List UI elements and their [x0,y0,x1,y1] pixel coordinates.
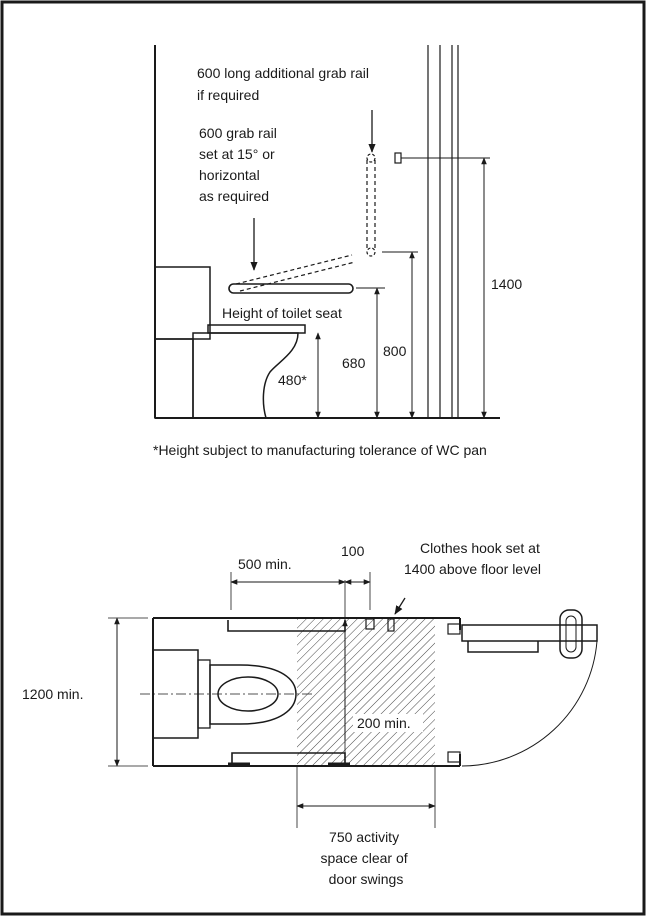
dim-100-label: 100 [341,543,365,559]
dim-500-label: 500 min. [238,556,292,572]
elevation-view: 600 long additional grab rail if require… [154,45,522,419]
dim-480-label: 480* [278,372,307,388]
plan-clothes-hook [387,618,395,632]
plan-view: 500 min. 100 Clothes hook set at 1400 ab… [22,540,598,887]
toilet-plan [140,649,315,739]
dim-1200-label: 1200 min. [22,686,83,702]
cistern-lower [154,338,194,419]
door-leaf [461,624,598,642]
cistern [154,266,211,340]
horizontal-grab-rail [228,283,354,294]
clothes-hook [394,152,402,164]
dim-800-label: 800 [383,343,407,359]
dim-1400-label: 1400 [491,276,522,292]
door-grab-rail [467,641,539,653]
toilet-pan [192,332,299,419]
activity-space-label: 750 activity space clear of door swings [320,829,411,887]
angled-grab-rail [235,254,356,292]
toilet-seat-label: Height of toilet seat [222,305,342,321]
door-handle [559,609,583,659]
clothes-hook-label: Clothes hook set at 1400 above floor lev… [404,540,544,577]
angled-rail-label: 600 grab rail set at 15° or horizontal a… [199,125,281,204]
door-jamb-top [447,623,461,635]
door-swing-arc [461,640,598,767]
additional-rail-label: 600 long additional grab rail if require… [197,65,373,103]
toilet-elevation [154,266,306,419]
door-jamb-bottom [447,751,461,763]
vertical-grab-rail [366,153,376,257]
dim-680-label: 680 [342,355,366,371]
toilet-seat [207,324,306,334]
pan-plan [209,664,297,725]
plan-vertical-rail [365,618,375,630]
footnote: *Height subject to manufacturing toleran… [153,442,487,458]
dim-200-label: 200 min. [357,715,411,731]
hook-arrow [394,597,406,615]
side-wall-lines [427,45,459,418]
activity-space-hatch [297,618,435,766]
